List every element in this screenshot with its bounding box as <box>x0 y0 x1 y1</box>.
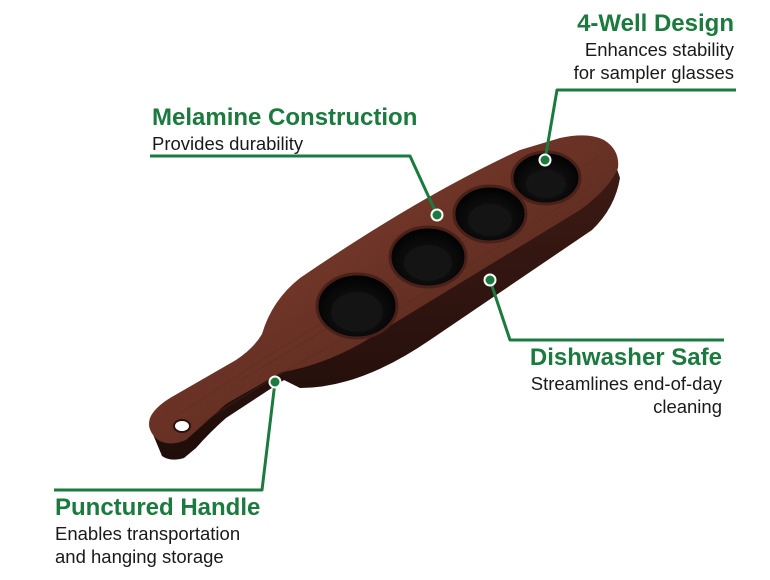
callout-melamine-desc: Provides durability <box>152 132 417 155</box>
callout-melamine-desc-line-1: Provides durability <box>152 133 304 154</box>
dot-dishwasher <box>483 273 497 287</box>
wells <box>315 150 582 340</box>
leader-melamine <box>150 154 439 216</box>
leader-dots <box>268 153 552 389</box>
callout-dishwasher-title: Dishwasher Safe <box>529 344 722 371</box>
callout-four-well-desc-line-2: for sampler glasses <box>573 62 734 83</box>
callout-four-well-title: 4-Well Design <box>577 10 734 37</box>
callout-handle-desc-line-2: and hanging storage <box>55 546 224 567</box>
leader-handle <box>54 381 277 492</box>
leader-four-well <box>543 88 736 161</box>
callout-handle-title: Punctured Handle <box>55 494 261 521</box>
dot-melamine <box>430 208 444 222</box>
callout-dishwasher-desc-line-1: Streamlines end-of-day <box>530 373 722 394</box>
leader-lines <box>54 88 736 492</box>
dot-four-well <box>538 153 552 167</box>
callout-handle-desc: Enables transportation and hanging stora… <box>55 522 260 568</box>
callout-dishwasher: Dishwasher Safe Streamlines end-of-day c… <box>530 344 722 418</box>
callout-dishwasher-desc-line-2: cleaning <box>653 396 722 417</box>
callout-handle: Punctured Handle Enables transportation … <box>55 494 260 568</box>
callout-melamine-title: Melamine Construction <box>152 104 418 131</box>
callout-four-well-desc-line-1: Enhances stability <box>584 39 734 60</box>
dot-handle <box>268 375 282 389</box>
leader-dishwasher <box>488 279 724 342</box>
callout-handle-desc-line-1: Enables transportation <box>55 523 241 544</box>
callout-dishwasher-desc: Streamlines end-of-day cleaning <box>530 372 722 418</box>
callout-melamine: Melamine Construction Provides durabilit… <box>152 104 417 155</box>
callout-four-well-desc: Enhances stability for sampler glasses <box>574 38 734 84</box>
callout-four-well: 4-Well Design Enhances stability for sam… <box>574 10 734 84</box>
handle-hole <box>173 419 191 433</box>
